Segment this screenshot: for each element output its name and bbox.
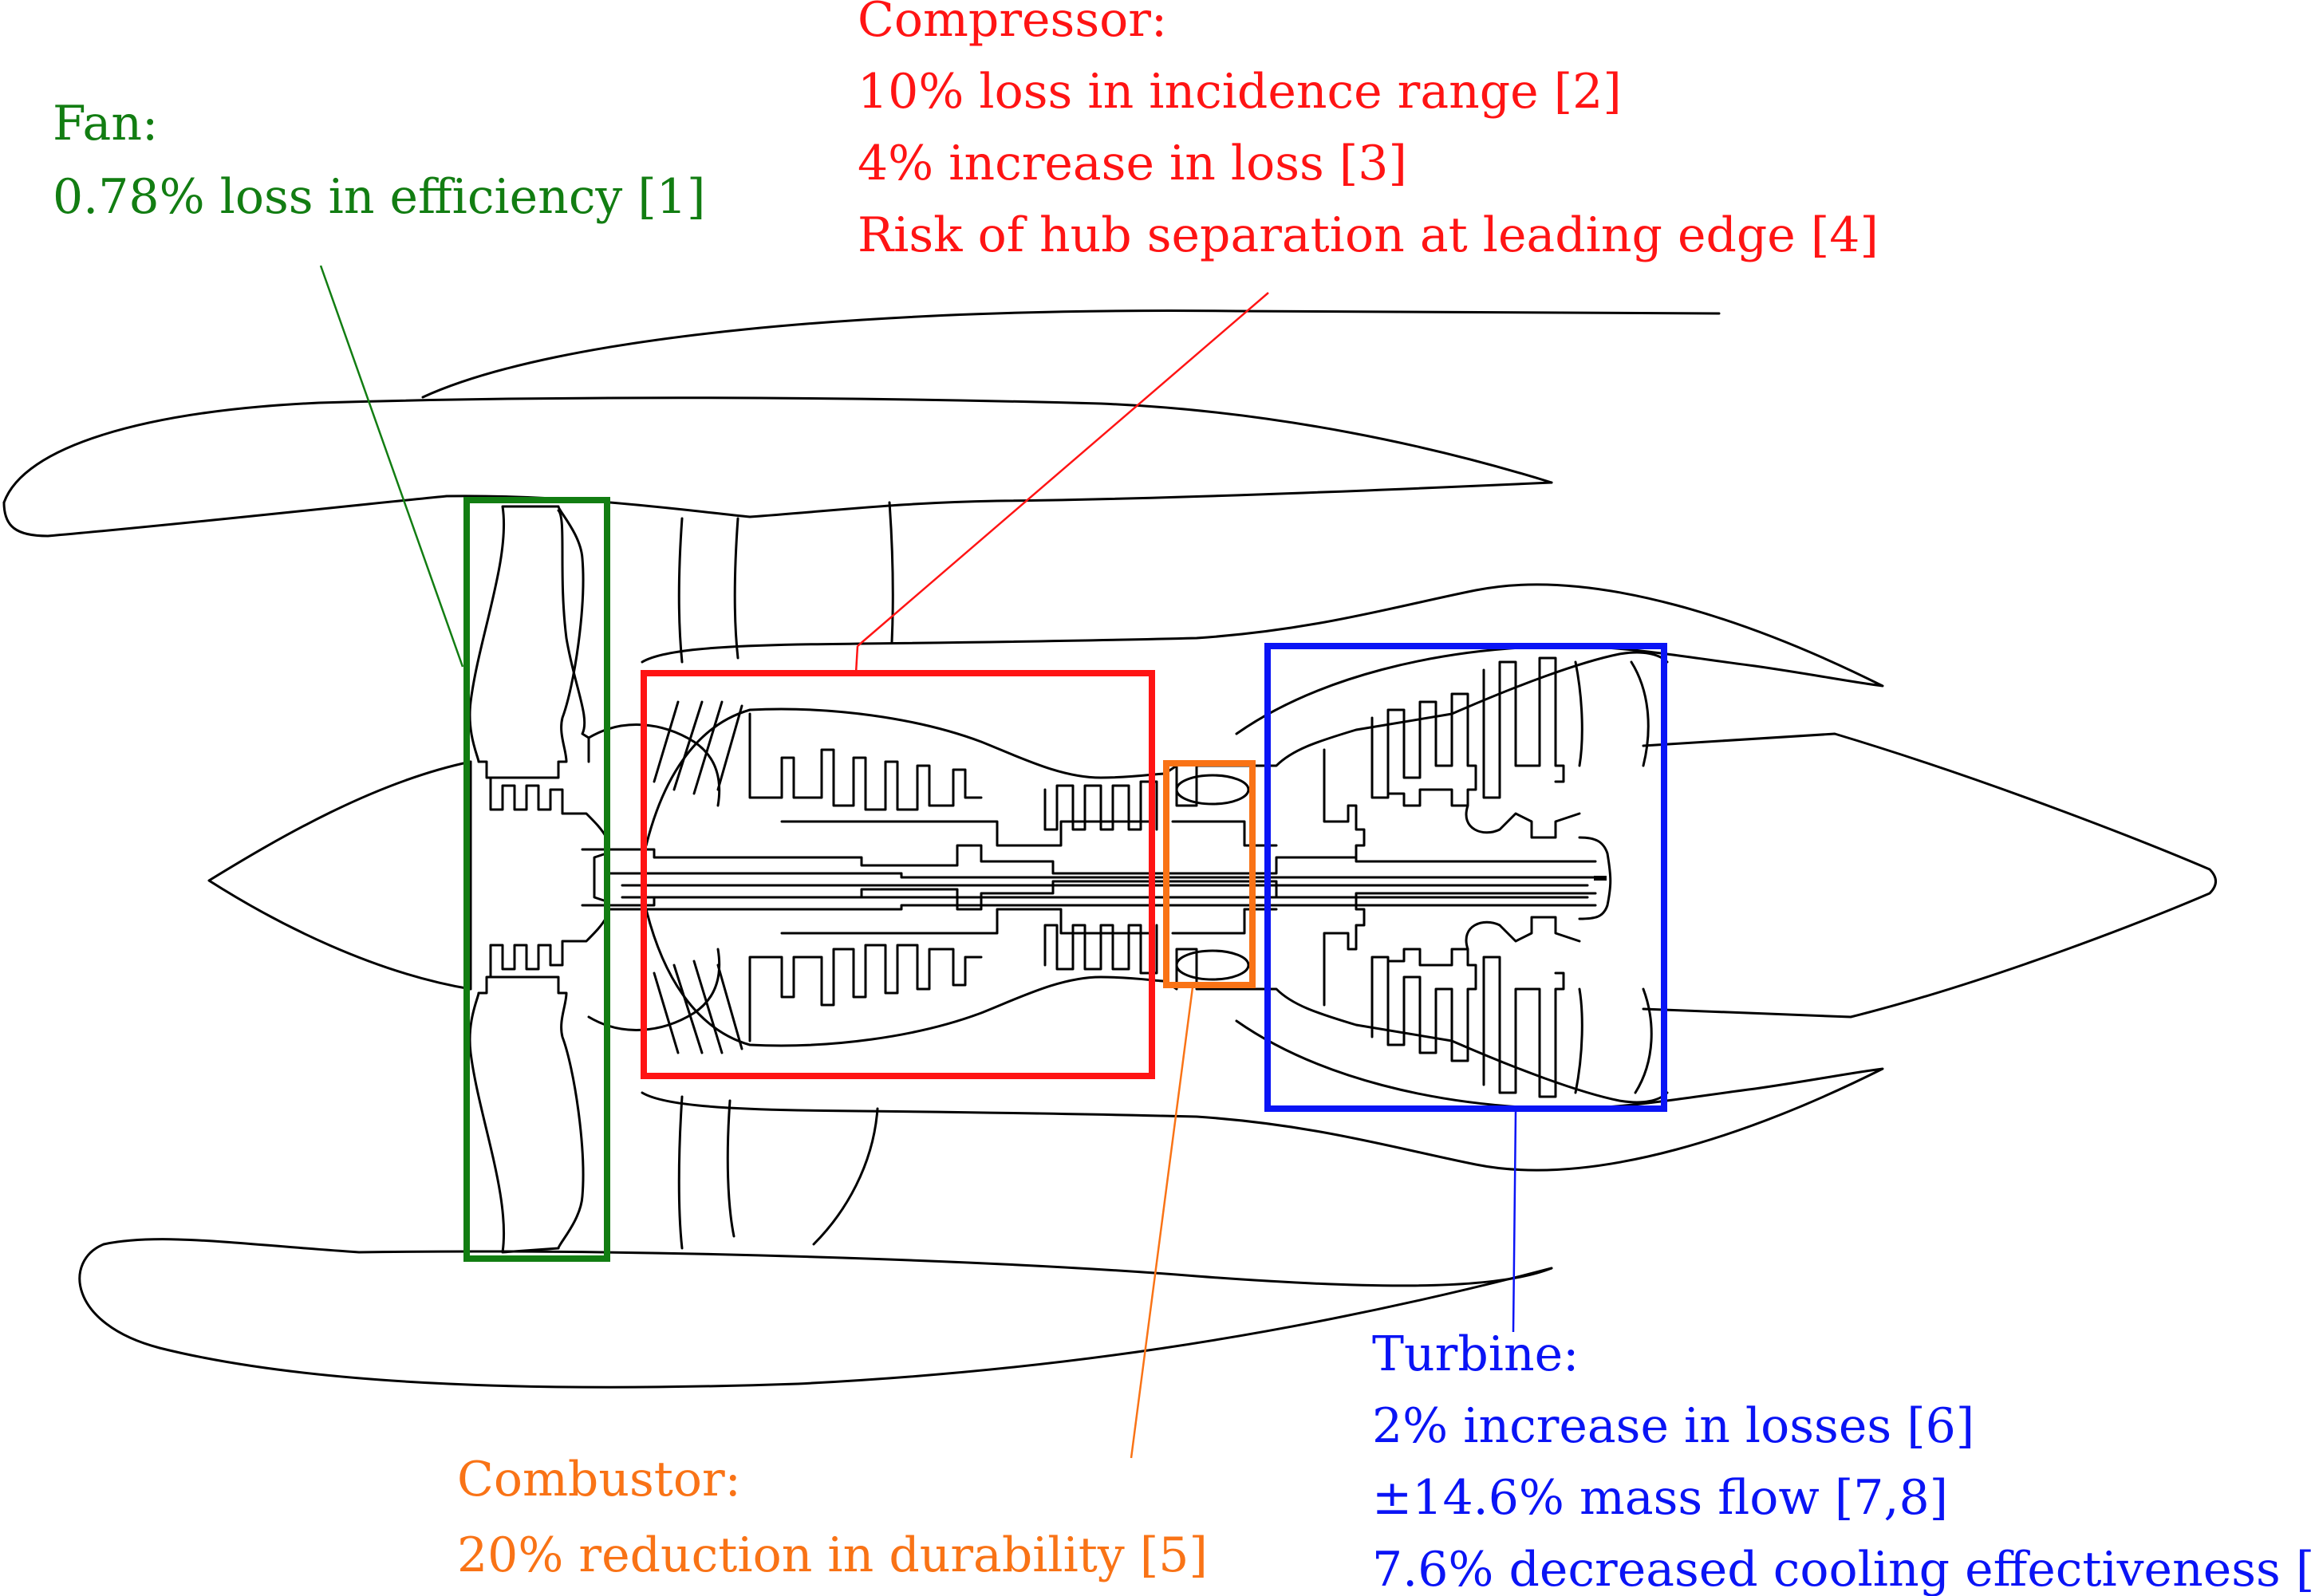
compressor-line-1: 10% loss in incidence range [2]: [858, 64, 1622, 120]
shaft-line-upper: [605, 872, 1597, 879]
lpc-stages-lower: [748, 944, 983, 1042]
turbine-disk-lower: [1465, 916, 1581, 951]
nacelle-upper-lip: [2, 396, 1553, 504]
combustor-highlight-box: [1163, 760, 1256, 988]
lpc-stages-upper: [748, 712, 983, 811]
igv-lower: [653, 960, 743, 1054]
compressor-line-3: Risk of hub separation at leading edge […: [858, 207, 1879, 263]
combustor-can-lower: [1175, 949, 1250, 981]
combustor-title: Combustor:: [457, 1452, 741, 1507]
lpc-rotor-lower: [780, 908, 1150, 935]
lpc-rotor-upper: [780, 820, 1150, 847]
nacelle-lower-outer: [78, 1243, 1553, 1389]
bypass-strut-4: [677, 1095, 684, 1250]
turbine-disk-upper: [1465, 804, 1581, 839]
combustor-leader-line: [1130, 987, 1194, 1459]
combustor-liner: [1171, 820, 1278, 935]
fan-disk-upper: [489, 776, 608, 895]
turbine-line-1: 2% increase in losses [6]: [1372, 1398, 1974, 1454]
turbine-exit-vane-stub: [1574, 660, 1583, 1094]
fan-line-1: 0.78% loss in efficiency [1]: [53, 169, 705, 225]
fan-label: Fan: 0.78% loss in efficiency [1]: [53, 96, 705, 225]
compressor-highlight-box: [641, 670, 1155, 1079]
combustor-label: Combustor: 20% reduction in durability […: [457, 1452, 1208, 1583]
turbine-line-2: ±14.6% mass flow [7,8]: [1372, 1470, 1948, 1526]
hpc-stages-upper: [1043, 780, 1158, 831]
turbine-leader-line: [1512, 1111, 1517, 1333]
compressor-title: Compressor:: [858, 0, 1167, 48]
turbine-exit-vanes: [1630, 660, 1653, 1094]
bypass-strut-6: [812, 1107, 879, 1246]
igv-upper: [653, 700, 743, 795]
nacelle-lower-lip: [102, 1238, 1553, 1287]
fan-blade-lower: [468, 975, 585, 1254]
turbine-stages-upper: [1323, 656, 1565, 859]
shaft-end-marker: [1594, 876, 1607, 881]
compressor-leader-stub: [854, 645, 859, 674]
bypass-strut-1: [677, 517, 684, 664]
hpc-stages-lower: [1043, 924, 1158, 975]
turbofan-engine-drawing: [2, 309, 2217, 1389]
nacelle-upper-outer: [421, 309, 1721, 399]
bypass-strut-2: [733, 517, 739, 660]
exhaust-hub: [1578, 836, 1612, 920]
compressor-line-2: 4% increase in loss [3]: [858, 136, 1407, 191]
turbine-stages-lower: [1323, 896, 1565, 1098]
fan-leader-line: [319, 265, 464, 668]
fan-blade-upper-b: [557, 509, 590, 763]
bypass-strut-3: [888, 501, 894, 644]
fan-shaft-lower: [581, 880, 1597, 911]
turbine-label: Turbine: 2% increase in losses [6] ±14.6…: [1372, 1326, 2311, 1596]
fan-blade-upper: [468, 505, 585, 779]
turbine-highlight-box: [1264, 643, 1667, 1112]
nacelle-upper-inner: [2, 481, 1553, 538]
compressor-leader-line: [857, 292, 1269, 647]
fan-title: Fan:: [53, 96, 158, 152]
compressor-label: Compressor: 10% loss in incidence range …: [858, 0, 1879, 263]
fan-highlight-box: [463, 497, 610, 1262]
turbine-title: Turbine:: [1372, 1326, 1579, 1382]
spinner: [207, 760, 472, 991]
fan-shaft-upper: [581, 844, 1597, 875]
turbine-line-3: 7.6% decreased cooling effectiveness [9]: [1372, 1542, 2311, 1596]
combustor-can-upper: [1175, 774, 1250, 806]
combustor-line-1: 20% reduction in durability [5]: [457, 1527, 1208, 1583]
exhaust-cone: [1642, 732, 2217, 1019]
bypass-strut-5: [726, 1099, 735, 1238]
